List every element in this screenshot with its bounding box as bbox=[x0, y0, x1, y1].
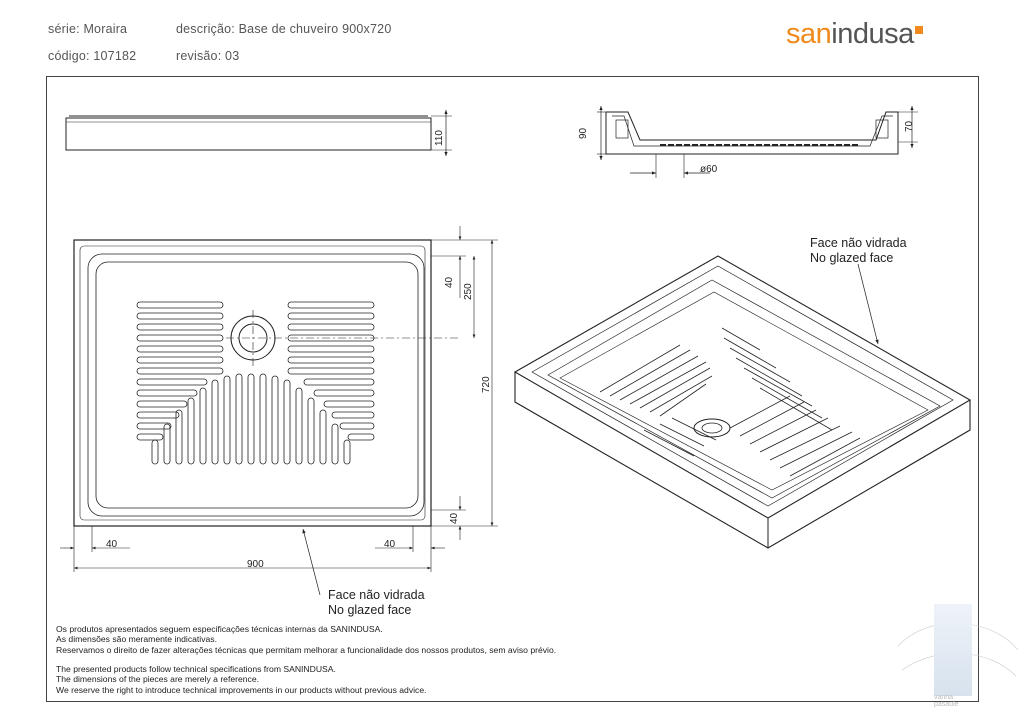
revisao-label: revisão: 03 bbox=[176, 49, 240, 63]
note-pt-1: Os produtos apresentados seguem especifi… bbox=[56, 624, 383, 634]
watermark-bar bbox=[934, 604, 972, 696]
drawing-frame bbox=[46, 76, 979, 702]
dim-40-right: 40 bbox=[384, 539, 396, 550]
dim-900: 900 bbox=[247, 559, 264, 570]
plan-view bbox=[60, 226, 498, 596]
note-pt-3: Reservamos o direito de fazer alterações… bbox=[56, 644, 557, 655]
dim-60: ø60 bbox=[700, 164, 718, 175]
note-en-2: The dimensions of the pieces are merely … bbox=[56, 674, 260, 685]
left-slots bbox=[136, 301, 224, 441]
dim-90: 90 bbox=[578, 127, 589, 139]
label-top-pt: Face não vidrada bbox=[810, 236, 907, 250]
cross-section-view bbox=[597, 106, 918, 178]
label-no-glazed-top: Face não vidrada No glazed face bbox=[810, 236, 907, 266]
notes-english: The presented products follow technical … bbox=[56, 664, 427, 695]
note-pt-2: As dimensões são meramente indicativas. bbox=[56, 634, 217, 645]
dim-40-left: 40 bbox=[106, 539, 118, 550]
label-top-en: No glazed face bbox=[810, 251, 894, 265]
watermark-text: vanna pasaule bbox=[934, 694, 959, 708]
watermark-line-2: pasaule bbox=[934, 701, 959, 708]
codigo-label: código: 107182 bbox=[48, 49, 137, 63]
dim-110: 110 bbox=[434, 130, 445, 146]
label-no-glazed-bottom: Face não vidrada No glazed face bbox=[328, 588, 425, 618]
center-slots bbox=[151, 373, 351, 465]
iso-slots bbox=[599, 327, 861, 477]
dim-250: 250 bbox=[463, 283, 474, 300]
isometric-view bbox=[513, 255, 972, 549]
dim-70: 70 bbox=[904, 120, 915, 132]
logo-square-icon bbox=[914, 26, 923, 34]
logo-part-indusa: indusa bbox=[831, 18, 914, 50]
note-en-3: We reserve the right to introduce techni… bbox=[56, 684, 427, 695]
logo-part-san: san bbox=[786, 18, 832, 50]
notes-portuguese: Os produtos apresentados seguem especifi… bbox=[56, 624, 556, 655]
dim-40-top: 40 bbox=[444, 276, 455, 288]
dim-40-bottom: 40 bbox=[449, 512, 460, 524]
watermark-line-1: vanna bbox=[934, 694, 954, 701]
note-en-1: The presented products follow technical … bbox=[56, 664, 336, 674]
label-bottom-en: No glazed face bbox=[328, 603, 412, 617]
dim-720: 720 bbox=[481, 376, 492, 393]
right-slots bbox=[287, 301, 375, 441]
serie-label: série: Moraira bbox=[48, 22, 128, 36]
sanindusa-logo: sanindusa bbox=[786, 18, 923, 51]
label-bottom-pt: Face não vidrada bbox=[328, 588, 425, 602]
side-elevation-view bbox=[65, 110, 452, 156]
descricao-label: descrição: Base de chuveiro 900x720 bbox=[176, 22, 392, 36]
